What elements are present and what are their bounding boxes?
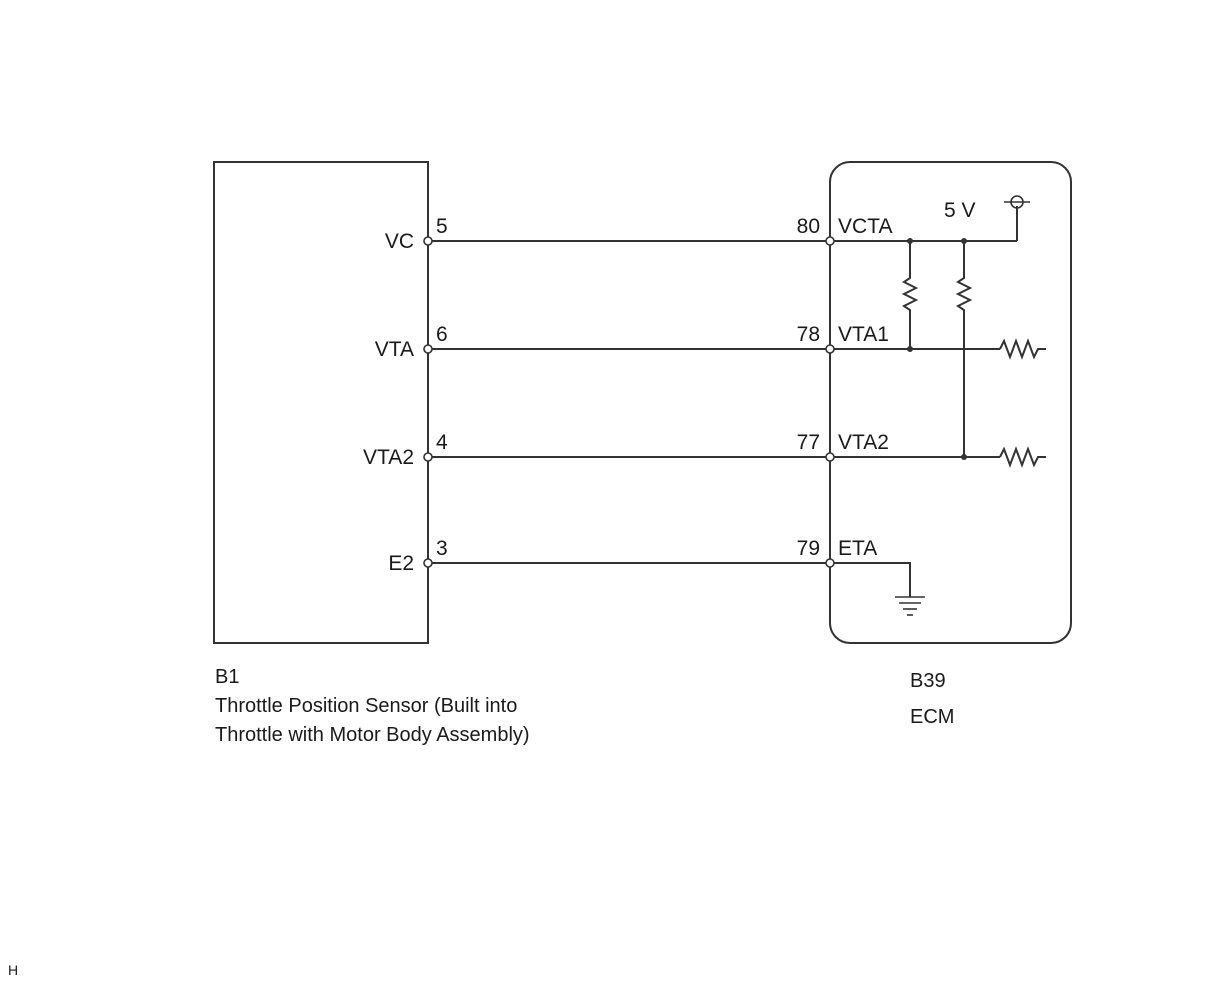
- sensor-terminal-name: VTA: [375, 338, 414, 361]
- footer-code: H: [8, 962, 19, 978]
- ecm-terminal-name: ETA: [838, 537, 877, 560]
- ecm-pin-vta2: [825, 452, 835, 462]
- sensor-pin-number: 5: [436, 215, 448, 238]
- junction-dot: [907, 238, 913, 244]
- ecm-pin-vta1: [825, 344, 835, 354]
- ecm-terminal-name: VCTA: [838, 215, 892, 238]
- sensor-pin-number: 4: [436, 431, 448, 454]
- ecm-pin-eta: [825, 558, 835, 568]
- series-resistor-vta1: [999, 338, 1046, 360]
- sensor-pin-e2: [423, 558, 433, 568]
- sensor-caption: B1 Throttle Position Sensor (Built into …: [215, 663, 530, 750]
- sensor-pin-number: 3: [436, 537, 448, 560]
- ecm-name: ECM: [910, 706, 955, 728]
- sensor-pin-vta2: [423, 452, 433, 462]
- pullup-resistor-vta1: [901, 241, 919, 349]
- pullup-resistor-vta2: [955, 241, 973, 457]
- ecm-code: B39: [910, 670, 946, 692]
- junction-dot: [907, 346, 913, 352]
- 5v-supply-icon: [1004, 195, 1030, 209]
- ecm-box: [829, 161, 1072, 644]
- series-resistor-vta2: [999, 446, 1046, 468]
- sensor-terminal-name: VTA2: [363, 446, 414, 469]
- ecm-pin-number: 80: [797, 215, 820, 238]
- supply-voltage-label: 5 V: [944, 199, 976, 222]
- ecm-pin-vcta: [825, 236, 835, 246]
- ecm-pin-number: 79: [797, 537, 820, 560]
- sensor-name-line2: Throttle with Motor Body Assembly): [215, 724, 530, 746]
- ecm-terminal-name: VTA2: [838, 431, 889, 454]
- ecm-pin-number: 78: [797, 323, 820, 346]
- sensor-name-line1: Throttle Position Sensor (Built into: [215, 695, 518, 717]
- ground-icon: [895, 596, 925, 616]
- sensor-terminal-name: VC: [385, 230, 414, 253]
- sensor-pin-vc: [423, 236, 433, 246]
- sensor-pin-vta: [423, 344, 433, 354]
- junction-dot: [961, 238, 967, 244]
- ecm-eta-line: [830, 562, 911, 597]
- sensor-box: [213, 161, 429, 644]
- ecm-caption: B39 ECM: [910, 663, 954, 735]
- sensor-pin-number: 6: [436, 323, 448, 346]
- ecm-pin-number: 77: [797, 431, 820, 454]
- sensor-code: B1: [215, 666, 240, 688]
- junction-dot: [961, 454, 967, 460]
- ecm-terminal-name: VTA1: [838, 323, 889, 346]
- sensor-terminal-name: E2: [388, 552, 414, 575]
